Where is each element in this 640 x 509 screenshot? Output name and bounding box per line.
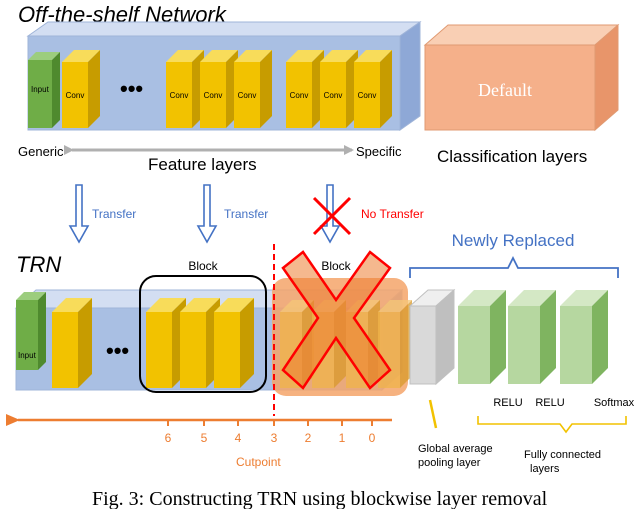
top-input-layer: Input — [28, 52, 60, 128]
transfer-arrow-2: Transfer — [196, 184, 268, 244]
top-conv-layer: Conv — [320, 50, 358, 128]
cutpoint-ticks: 6 5 4 3 2 1 0 — [165, 420, 376, 445]
cutpoint-tick-label: 6 — [165, 431, 172, 445]
block-label-2: Block — [321, 259, 351, 273]
cutpoint-tick-label: 0 — [369, 431, 376, 445]
conv-label: Conv — [238, 91, 257, 100]
top-dots: ••• — [120, 76, 143, 101]
block-label-1: Block — [188, 259, 218, 273]
trn-conv-layer — [52, 298, 92, 388]
conv-label: Conv — [170, 91, 189, 100]
removal-x-mark — [281, 250, 392, 390]
top-conv-layer: Conv — [354, 50, 392, 128]
fc-layer — [508, 290, 556, 384]
trn-conv-layers — [52, 298, 254, 388]
gap-pointer — [428, 399, 438, 429]
conv-label: Conv — [324, 91, 343, 100]
top-conv-layer: Conv — [234, 50, 272, 128]
default-label: Default — [478, 80, 532, 100]
generic-label: Generic — [18, 144, 64, 159]
newly-replaced-label: Newly Replaced — [452, 231, 575, 250]
top-conv-layers: Conv Conv Conv Conv Conv Conv Conv — [62, 50, 392, 128]
gap-label-line2: pooling layer — [418, 457, 481, 469]
conv-label: Conv — [204, 91, 223, 100]
cutpoint-tick-label: 2 — [305, 431, 312, 445]
softmax-label: Softmax — [594, 397, 635, 409]
conv-label: Conv — [290, 91, 309, 100]
conv-label: Conv — [66, 91, 85, 100]
fc-label-line2: layers — [530, 463, 560, 475]
top-input-label: Input — [31, 85, 50, 94]
trn-title: TRN — [16, 252, 61, 277]
fc-brace — [477, 416, 627, 434]
trn-conv-layer — [214, 298, 254, 388]
specific-label: Specific — [356, 144, 402, 159]
transfer-arrow-1: Transfer — [68, 184, 136, 244]
cutpoint-tick-label: 1 — [339, 431, 346, 445]
transfer-label-1: Transfer — [92, 207, 136, 221]
feature-layers-label: Feature layers — [148, 155, 257, 174]
cutpoint-label: Cutpoint — [236, 455, 281, 469]
fc-layer — [560, 290, 608, 384]
conv-label: Conv — [358, 91, 377, 100]
gap-layer — [408, 288, 456, 386]
transfer-label-2: Transfer — [224, 207, 268, 221]
relu-label-2: RELU — [535, 397, 564, 409]
newly-replaced-brace — [409, 255, 619, 278]
no-transfer-arrow: No Transfer — [312, 184, 424, 244]
trn-input-label: Input — [18, 351, 37, 360]
cutpoint-tick-label: 5 — [201, 431, 208, 445]
top-conv-layer: Conv — [286, 50, 324, 128]
no-transfer-label: No Transfer — [361, 207, 424, 221]
trn-input-layer: Input — [16, 292, 46, 370]
top-conv-layer: Conv — [166, 50, 204, 128]
figure-caption: Fig. 3: Constructing TRN using blockwise… — [92, 488, 548, 509]
fc-layers — [458, 290, 608, 384]
retained-block-frame — [139, 275, 267, 393]
relu-label-1: RELU — [493, 397, 522, 409]
fc-label-line1: Fully connected — [524, 449, 601, 461]
top-conv-layer: Conv — [200, 50, 238, 128]
gap-label-line1: Global average — [418, 443, 493, 455]
top-conv-layer: Conv — [62, 50, 100, 128]
cutpoint-tick-label: 3 — [271, 431, 278, 445]
default-classification-block: Default — [423, 23, 620, 132]
cutpoint-tick-label: 4 — [235, 431, 242, 445]
trn-conv-layer — [180, 298, 220, 388]
classification-layers-label: Classification layers — [437, 147, 587, 166]
fc-layer — [458, 290, 506, 384]
trn-dots: ••• — [106, 338, 129, 363]
